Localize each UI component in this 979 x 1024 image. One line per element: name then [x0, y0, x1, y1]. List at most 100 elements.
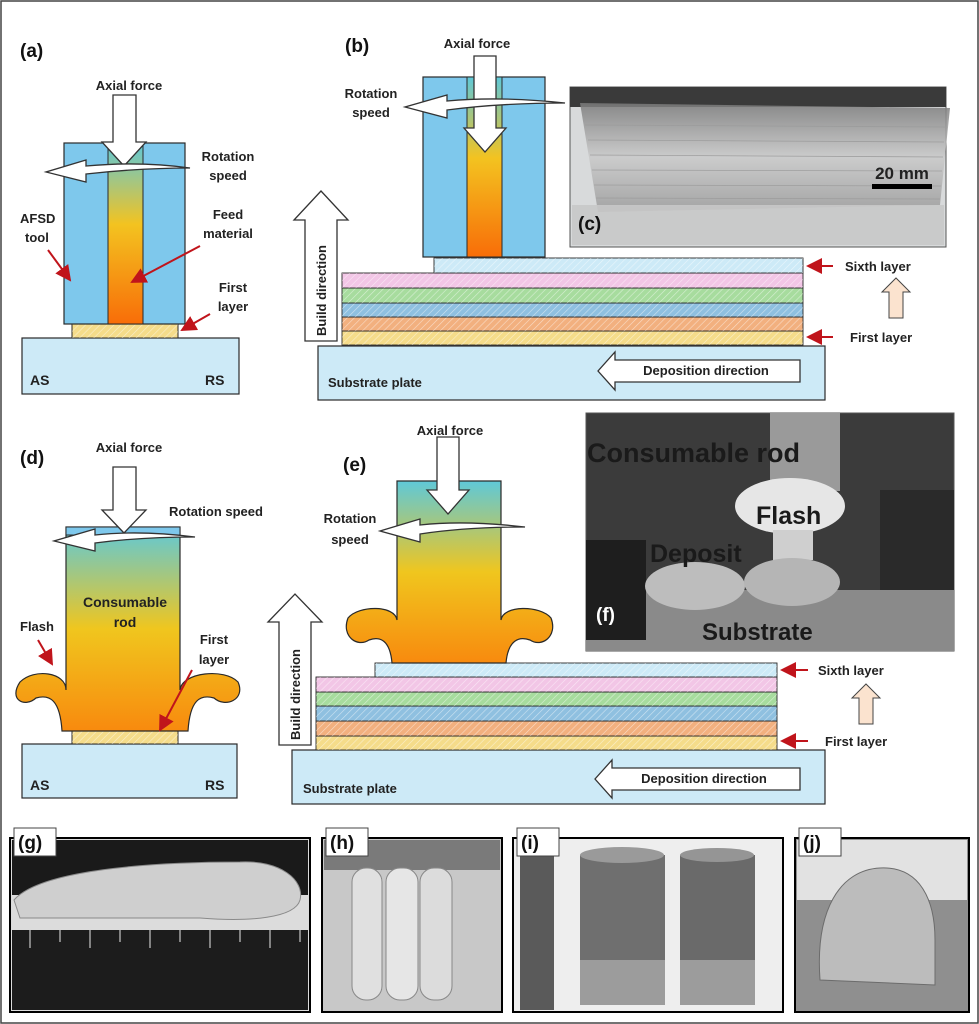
build-direction-label: Build direction [314, 245, 329, 336]
panel-label-h: (h) [330, 833, 354, 854]
feed-material-label-2: material [203, 226, 253, 241]
first-layer-label-2: layer [218, 299, 248, 314]
first-layer [72, 731, 178, 744]
first-layer [72, 324, 178, 338]
consumable-rod-label-1: Consumable [83, 594, 167, 610]
deposit-2 [744, 558, 840, 606]
first-layer-label-1: First [219, 280, 248, 295]
first-layer-arrow [159, 669, 193, 732]
layer-3 [316, 706, 777, 721]
axial-force-arrow [100, 94, 148, 167]
deposit-column-3 [419, 867, 453, 1001]
panel-f: Consumable rod Flash Deposit Substrate (… [585, 412, 955, 652]
panel-label-d: (d) [20, 448, 44, 469]
first-layer-label-1: First [200, 632, 229, 647]
deposit-dome [818, 867, 936, 986]
feed-material-arrow [130, 245, 201, 283]
layer-5 [342, 273, 803, 288]
flash-arrow [37, 639, 54, 666]
first-layer-arrow [180, 313, 211, 331]
panel-label-i: (i) [521, 833, 539, 854]
first-layer-label: First layer [850, 330, 912, 345]
build-direction-arrow [292, 190, 350, 342]
layer-1 [342, 331, 803, 345]
rotation-arrow [43, 159, 191, 183]
build-direction-arrow [266, 593, 324, 746]
layer-2 [316, 721, 777, 736]
deposit-column-1 [351, 867, 383, 1001]
deposition-direction-arrow [597, 350, 801, 392]
panel-g: (g) [9, 827, 311, 1013]
panel-label-g: (g) [18, 833, 42, 854]
rotation-arrow [402, 94, 566, 119]
scale-bar-label: 20 mm [875, 164, 929, 183]
flash-label: Flash [20, 619, 54, 634]
first-layer-label-2: layer [199, 652, 229, 667]
panel-h: (h) [321, 827, 503, 1013]
panel-label-b: (b) [345, 36, 369, 57]
rotation-label-2: speed [331, 532, 369, 547]
rotation-label-1: Rotation [202, 149, 255, 164]
ruler [12, 930, 308, 1010]
layer-stack [315, 662, 778, 751]
deposited-wall [580, 103, 950, 212]
consumable-rod [15, 526, 241, 732]
layer-3 [342, 303, 803, 317]
rs-label: RS [205, 372, 224, 388]
afsd-tool-arrow [47, 249, 72, 282]
substrate-plate-label: Substrate plate [328, 375, 422, 390]
flash-blob [735, 478, 845, 534]
as-label: AS [30, 777, 49, 793]
layer-4 [316, 692, 777, 706]
deposit-column-2 [385, 867, 419, 1001]
first-layer-label: First layer [825, 734, 887, 749]
layer-6 [434, 258, 803, 273]
axial-force-arrow [100, 466, 148, 534]
rotation-arrow [51, 528, 196, 552]
rotation-label-2: speed [209, 168, 247, 183]
panel-label-f: (f) [596, 605, 615, 626]
panel-e: (e) Substrate plate Deposition direction… [266, 423, 887, 805]
layer-6 [375, 663, 777, 677]
rotation-label-1: Rotation [324, 511, 377, 526]
photo-label-substrate: Substrate [702, 619, 813, 646]
axial-force-label: Axial force [417, 423, 483, 438]
substrate [21, 337, 240, 395]
panel-c: 20 mm (c) [569, 86, 950, 248]
deposit-1 [645, 562, 745, 610]
deposition-direction-label: Deposition direction [641, 771, 767, 786]
feed-material-label-1: Feed [213, 207, 243, 222]
rotation-arrow [377, 518, 526, 543]
deposited-track [13, 861, 302, 920]
layer-stack [341, 257, 804, 346]
substrate-plate-label: Substrate plate [303, 781, 397, 796]
build-direction-label: Build direction [288, 649, 303, 740]
axial-force-arrow [425, 436, 471, 515]
layer-1 [316, 736, 777, 750]
axial-force-label: Axial force [96, 440, 162, 455]
photo-label-deposit: Deposit [650, 540, 742, 568]
panel-b: (b) Substrate plate Deposition direction… [292, 36, 912, 401]
layer-2 [342, 317, 803, 331]
rotation-label-2: speed [352, 105, 390, 120]
layer-up-arrow [880, 277, 912, 319]
feed-material [107, 142, 144, 325]
layer-4 [342, 288, 803, 303]
scale-bar [872, 184, 932, 189]
rotation-label-1: Rotation [345, 86, 398, 101]
layer-up-arrow [850, 683, 882, 725]
sixth-layer-label: Sixth layer [818, 663, 884, 678]
rotation-label: Rotation speed [169, 504, 263, 519]
afsd-tool-label-1: AFSD [20, 211, 55, 226]
afsd-tool-label-2: tool [25, 230, 49, 245]
sixth-layer-label: Sixth layer [845, 259, 911, 274]
photo-label-consumable-rod: Consumable rod [587, 438, 800, 468]
axial-force-label: Axial force [444, 36, 510, 51]
panel-a: (a) AS RS Axial force Rotation speed AFS… [20, 41, 255, 395]
ruler [520, 845, 554, 1010]
rs-label: RS [205, 777, 224, 793]
panel-label-c: (c) [578, 214, 601, 235]
panel-label-a: (a) [20, 41, 43, 62]
axial-force-label: Axial force [96, 78, 162, 93]
